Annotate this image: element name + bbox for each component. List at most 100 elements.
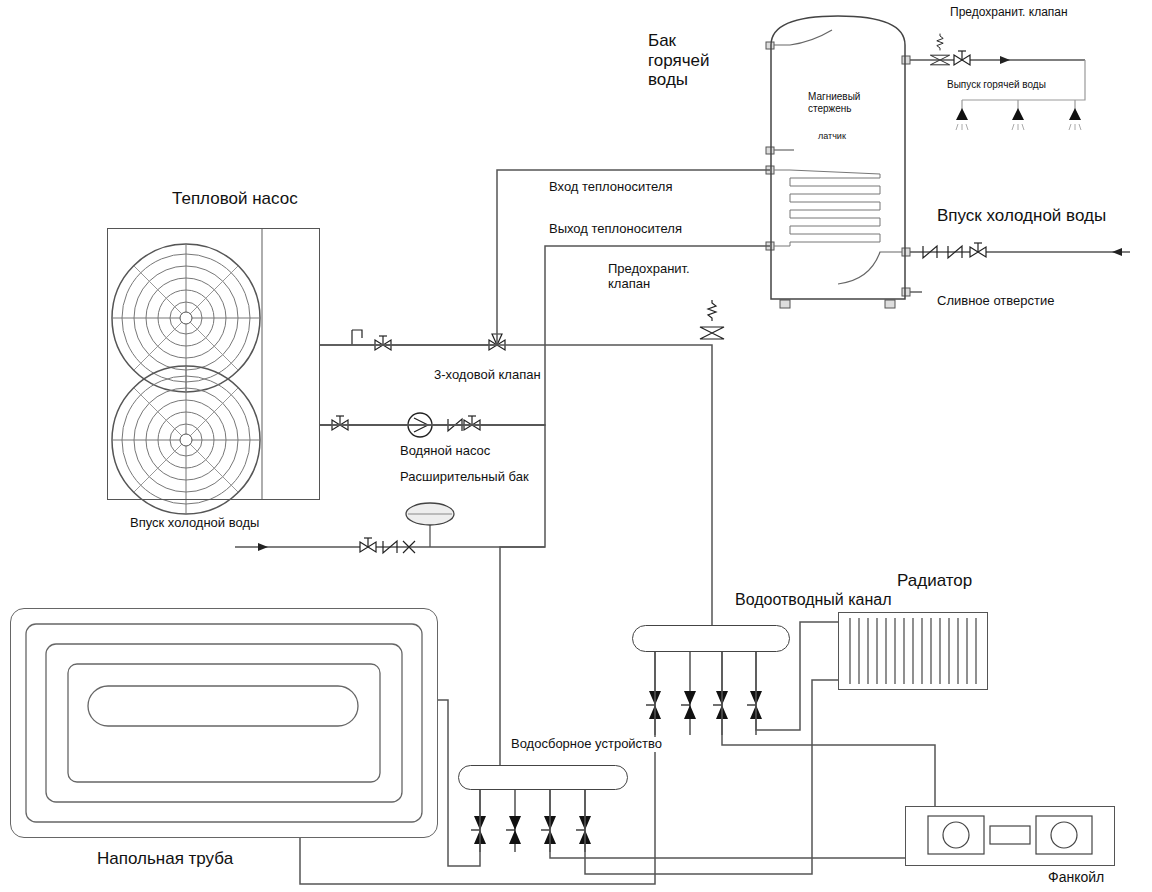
cold-water-inlet-line: [383, 541, 397, 553]
heat-pump-body: [112, 229, 262, 514]
pipe-connector: [320, 246, 770, 425]
hot-water-outlet: [956, 124, 1081, 130]
tank-fittings: [902, 56, 910, 64]
valve-label: 3-ходовой клапан: [432, 368, 543, 383]
floor-heating-pipe: Напольная труба: [10, 608, 438, 838]
tank-fittings: [885, 300, 895, 308]
inlet-label: Впуск холодной воды: [935, 206, 1108, 226]
heat-pump-body: [261, 229, 262, 499]
drawing-part: [506, 816, 521, 844]
node-title: Напольная труба: [95, 849, 235, 869]
pipe-connector: [756, 622, 838, 730]
fancoil-unit: [990, 826, 1030, 844]
drawing-part: [576, 816, 591, 844]
pipe-connector: [438, 700, 480, 866]
node-title: Водосборное устройство: [509, 737, 664, 752]
cold-water-inlet-right: [970, 243, 986, 257]
drawing-part: [700, 300, 724, 339]
node-title: Радиатор: [895, 571, 974, 591]
cold-water-inlet-line: [429, 525, 430, 547]
cold-water-inlet-right: [910, 291, 922, 292]
drawing-part: [681, 691, 696, 719]
pump-label: Водяной насос: [398, 444, 492, 459]
inlet-label: Впуск холодной воды: [128, 516, 261, 531]
floor-pipe-loops: [26, 624, 422, 822]
port-label: Вход теплоносителя: [547, 180, 674, 195]
cold-water-inlet-line: [403, 541, 415, 553]
pump-line: [332, 416, 348, 430]
node-text: Магниевый стержень: [806, 91, 894, 114]
fancoil-unit: [1036, 816, 1092, 854]
port-label: Выход теплоносителя: [547, 222, 684, 237]
radiator: Радиатор: [838, 612, 988, 690]
magnesium-rod: [774, 30, 832, 45]
outlet-label: Выпуск горячей воды: [945, 79, 1048, 91]
cold-water-inlet-line: [360, 538, 376, 552]
node-text: латчик: [816, 131, 848, 141]
drawing-part: [713, 691, 728, 719]
safety-valve-label: Предохранит. клапан: [606, 262, 722, 292]
heating-coil: [774, 170, 880, 246]
drawing-part: [541, 816, 556, 844]
supply-manifold: Водоотводный канал: [632, 625, 790, 652]
fancoil: Фанкойл: [905, 806, 1115, 866]
radiator-fins: [846, 618, 982, 684]
cold-water-inlet-right: [948, 246, 962, 258]
tank-fittings: [780, 300, 790, 308]
heat-pump-body: [112, 366, 260, 514]
cold-water-inlet-line: [235, 503, 545, 553]
heat-pump: Тепловой насос: [107, 228, 320, 500]
floor-pipe-loops: [68, 664, 380, 782]
hot-water-outlet: [1000, 56, 1010, 64]
cold-water-inlet-line: [408, 514, 452, 515]
pipe-connector: [320, 345, 712, 625]
return-collector: Водосборное устройство: [458, 765, 628, 790]
floor-pipe-loops: [46, 644, 402, 802]
node-title: Фанкойл: [1046, 869, 1106, 885]
heating-coil: [774, 170, 880, 246]
tank-outline: [771, 16, 905, 299]
expansion-tank-label: Расширительный бак: [398, 470, 531, 485]
floor-pipe-loops: [88, 686, 358, 726]
gauge-symbol: [352, 330, 362, 338]
drawing-part: [375, 336, 391, 350]
inlet-tube: [838, 252, 902, 284]
pipe-connector: [722, 652, 935, 806]
gauge-symbol: [351, 330, 352, 345]
sensor-well: [774, 149, 794, 150]
cold-water-inlet-right: [923, 246, 937, 258]
tank-fittings: [902, 248, 910, 256]
drawing-part: [471, 816, 486, 844]
pipe-connector: [585, 680, 838, 874]
tank-outline: [770, 15, 906, 300]
node-title: Водоотводный канал: [733, 591, 894, 609]
cold-water-inlet-line: [258, 543, 268, 551]
tank-fittings: [766, 42, 774, 49]
hot-water-tank: Бак горячей водыМагниевый стерженьлатчик: [770, 15, 906, 300]
pipe-connector: [300, 652, 655, 884]
fancoil-unit: [928, 816, 1092, 854]
fancoil-unit: [928, 816, 984, 854]
tank-fittings: [902, 288, 910, 296]
pipe-connector: [550, 790, 905, 858]
pump-line: [464, 416, 480, 430]
hot-water-outlet: [954, 51, 970, 65]
fancoil-unit: [943, 822, 969, 848]
hot-water-outlet: [910, 34, 1085, 130]
drawing-part: [646, 691, 661, 719]
tank-fittings: [766, 147, 774, 154]
floor-pipe-loops: [26, 624, 422, 822]
drain-label: Сливное отверстие: [935, 294, 1056, 309]
cold-water-inlet-right: [910, 243, 1130, 292]
drawing-part: [747, 691, 762, 719]
cold-water-inlet-right: [1112, 248, 1122, 256]
fancoil-unit: [1051, 822, 1077, 848]
hot-water-outlet: [956, 108, 1081, 120]
manifold-pipes: [480, 652, 756, 852]
cold-water-inlet-line: [406, 503, 454, 525]
safety-valve-label: Предохранит. клапан: [948, 6, 1070, 20]
node-title: Тепловой насос: [170, 189, 300, 209]
node-title: Бак горячей воды: [646, 31, 732, 90]
